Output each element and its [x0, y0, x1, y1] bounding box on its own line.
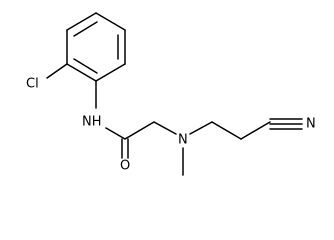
benzene-ring — [66, 12, 126, 82]
ring-bond-4 — [95, 63, 126, 82]
carbonyl-oxygen-label: O — [120, 159, 130, 174]
chemical-structure: Cl NH O N N — [26, 12, 316, 176]
carbonyl-ch2-bond — [124, 121, 155, 140]
ring-bond-1 — [66, 12, 97, 31]
ring-bond-5 — [66, 63, 97, 82]
ring-double-bond-3 — [73, 58, 98, 74]
amine-nitrogen-label: N — [178, 133, 188, 148]
ring-double-bond-1 — [73, 21, 98, 37]
n-ch2-bond — [189, 121, 213, 135]
amide-nitrogen-label: NH — [82, 115, 102, 130]
ring-bond-2 — [95, 12, 126, 31]
nitrile-nitrogen-label: N — [306, 117, 316, 132]
nh-carbonyl-bond — [105, 127, 126, 140]
ch2-ch2-bond — [211, 121, 242, 140]
ch2-n-bond — [153, 121, 177, 135]
chlorine-label: Cl — [26, 77, 39, 92]
ch2-cn-bond — [240, 121, 271, 140]
c-cl-bond — [46, 63, 68, 79]
